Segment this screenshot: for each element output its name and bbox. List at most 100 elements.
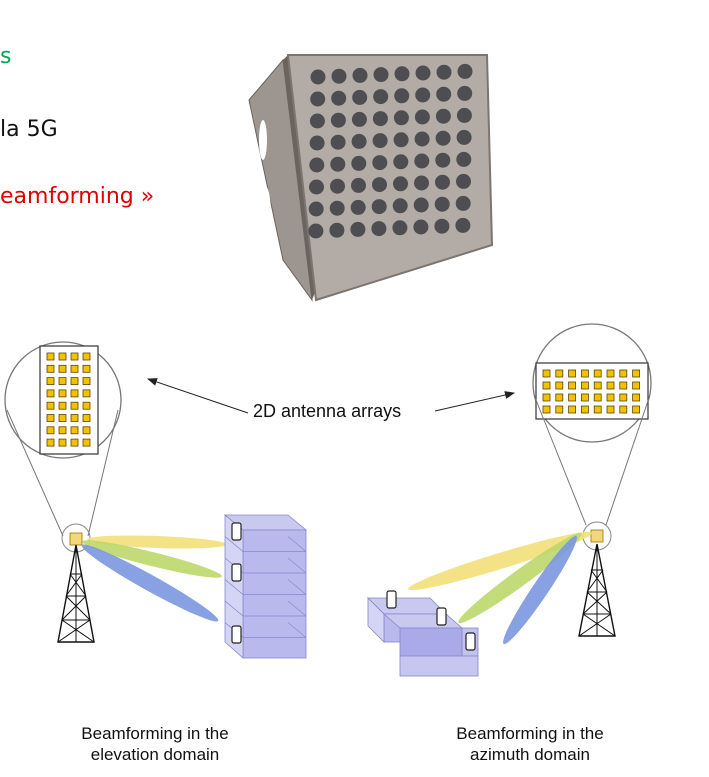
panel-hole: [310, 69, 326, 85]
panel-hole: [351, 155, 367, 171]
antenna-element: [581, 405, 589, 414]
panel-hole: [309, 113, 325, 129]
panel-hole: [393, 110, 409, 126]
panel-hole: [371, 199, 387, 215]
panel-hole: [373, 67, 389, 83]
panel-hole: [308, 223, 324, 239]
antenna-element: [619, 369, 628, 378]
phone-icon: [231, 625, 242, 644]
antenna-element: [46, 389, 55, 398]
floor-line: [287, 622, 307, 638]
antenna-element: [70, 438, 79, 447]
panel-hole: [457, 63, 473, 79]
bullet-line-1: s: [0, 44, 12, 69]
panel-hole: [330, 178, 345, 194]
antenna-element: [46, 401, 55, 410]
panel-hole: [310, 91, 326, 107]
antenna-element: [46, 377, 55, 386]
antenna-element: [568, 369, 576, 378]
panel-hole: [434, 218, 450, 234]
antenna-element: [82, 389, 91, 398]
panel-hole: [435, 108, 451, 124]
antenna-element: [568, 393, 576, 402]
panel-hole: [394, 88, 410, 104]
antenna-element: [555, 405, 564, 414]
antenna-element: [70, 389, 79, 398]
caption-elevation: Beamforming in the elevation domain: [81, 724, 229, 764]
antenna-element: [82, 401, 91, 410]
panel-hole: [309, 157, 325, 173]
antenna-element: [606, 381, 615, 390]
antenna-element: [58, 364, 67, 373]
antenna-element: [619, 405, 628, 414]
antenna-element: [555, 393, 564, 402]
panel-hole: [351, 111, 367, 127]
antenna-element: [606, 393, 615, 402]
antenna-element: [593, 393, 602, 402]
panel-hole: [309, 135, 325, 151]
panel-hole: [456, 151, 472, 167]
elevation-beams: [81, 535, 227, 622]
left-array-zoom: [4, 341, 122, 537]
azimuth-beams: [408, 531, 592, 645]
antenna-element: [58, 426, 67, 435]
antenna-element: [70, 401, 79, 410]
antenna-arrays-label: 2D antenna arrays: [253, 401, 402, 421]
antenna-element: [82, 438, 91, 447]
antenna-element: [632, 369, 640, 378]
panel-hole: [456, 129, 472, 145]
panel-hole: [434, 196, 450, 212]
antenna-element: [555, 369, 564, 378]
antenna-element: [542, 381, 551, 390]
panel-hole: [372, 177, 387, 193]
panel-hole: [414, 153, 430, 169]
panel-hole: [457, 85, 473, 101]
panel-hole: [331, 68, 347, 84]
panel-hole: [436, 64, 452, 80]
antenna-element: [606, 369, 615, 378]
panel-hole: [351, 177, 366, 193]
panel-hole: [373, 89, 389, 105]
panel-hole: [330, 134, 346, 150]
panel-hole: [414, 131, 430, 147]
floor-line: [224, 536, 244, 552]
antenna-element: [58, 401, 67, 410]
panel-hole: [455, 195, 471, 211]
caption-azimuth: Beamforming in the azimuth domain: [456, 724, 604, 764]
arrow-to-left-array: [147, 378, 249, 414]
antenna-element: [82, 352, 91, 361]
bullet-line-3: eamforming »: [0, 184, 155, 209]
building-floors: [224, 536, 307, 638]
antenna-element: [58, 377, 67, 386]
floor-line: [224, 579, 244, 595]
antenna-element: [58, 438, 67, 447]
antenna-element: [632, 393, 640, 402]
antenna-element: [82, 426, 91, 435]
floor-line: [224, 600, 244, 617]
panel-hole: [415, 65, 431, 81]
phone-icon: [231, 522, 242, 541]
panel-hole: [436, 86, 452, 102]
antenna-element: [555, 381, 564, 390]
panel-hole: [350, 221, 366, 237]
azimuth-buildings: [367, 590, 479, 677]
left-antenna-elements: [46, 352, 91, 447]
phone-icon: [386, 590, 397, 609]
panel-hole: [435, 174, 450, 190]
antenna-element: [581, 381, 589, 390]
antenna-panel-image: [248, 54, 494, 302]
panel-hole: [330, 156, 346, 172]
phone-icon: [231, 563, 242, 582]
panel-hole: [392, 220, 408, 236]
antenna-element: [70, 414, 79, 422]
panel-hole: [372, 111, 388, 127]
floor-line: [287, 536, 307, 552]
antenna-element: [58, 352, 67, 361]
antenna-element: [581, 369, 589, 378]
panel-hole: [455, 217, 471, 233]
phone-icon: [465, 632, 476, 651]
antenna-element: [581, 393, 589, 402]
panel-hole: [456, 173, 471, 189]
antenna-element: [70, 377, 79, 386]
floor-line: [287, 557, 307, 574]
